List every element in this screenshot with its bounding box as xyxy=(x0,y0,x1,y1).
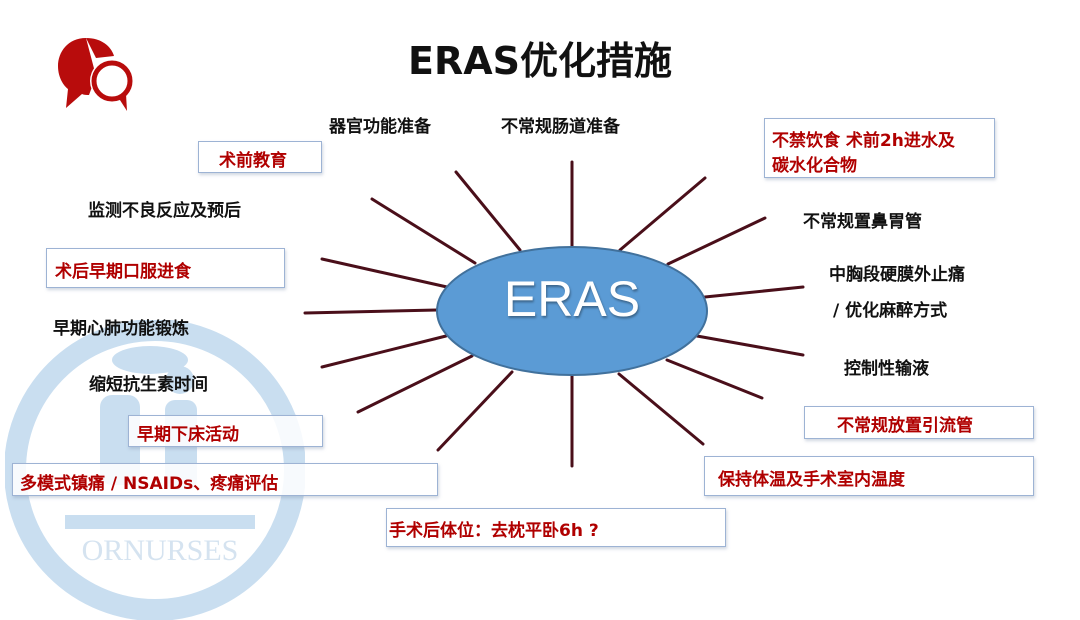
label-antibiotics: 缩短抗生素时间 xyxy=(89,375,208,395)
eras-center-label: ERAS xyxy=(503,271,641,327)
box-no-fasting: 不禁饮食 术前2h进水及 碳水化合物 xyxy=(764,118,995,178)
spoke-line xyxy=(303,308,439,315)
box-position: 手术后体位：去枕平卧6h ? xyxy=(386,508,726,547)
page-title: ERAS优化措施 xyxy=(408,39,672,83)
spoke-line xyxy=(320,334,448,369)
box-analgesia: 多模式镇痛 / NSAIDs、疼痛评估 xyxy=(12,463,438,496)
label-analgesia: 多模式镇痛 / NSAIDs、疼痛评估 xyxy=(20,474,279,494)
box-no-drain: 不常规放置引流管 xyxy=(804,406,1034,439)
spoke-line xyxy=(665,358,764,400)
label-organ-prep: 器官功能准备 xyxy=(329,117,431,137)
label-fluid-control: 控制性输液 xyxy=(844,359,929,379)
box-preop-edu: 术前教育 xyxy=(198,141,322,173)
label-bowel-prep: 不常规肠道准备 xyxy=(501,117,620,137)
label-temperature: 保持体温及手术室内温度 xyxy=(718,470,905,490)
spoke-line xyxy=(320,257,449,289)
label-no-fasting-2: 碳水化合物 xyxy=(772,156,857,176)
spoke-line xyxy=(370,197,477,265)
spoke-line xyxy=(666,216,767,266)
label-preop-edu: 术前教育 xyxy=(219,151,287,171)
spoke-line xyxy=(617,372,705,446)
label-epidural-1: 中胸段硬膜外止痛 xyxy=(829,265,965,285)
label-early-ambulation: 早期下床活动 xyxy=(137,425,239,445)
label-monitor: 监测不良反应及预后 xyxy=(88,201,241,221)
eras-center-ellipse xyxy=(436,246,708,376)
box-postop-oral: 术后早期口服进食 xyxy=(46,248,285,288)
spoke-line xyxy=(695,334,805,357)
spoke-line xyxy=(703,285,805,299)
label-position: 手术后体位：去枕平卧6h ? xyxy=(389,521,599,541)
label-cardio-train: 早期心肺功能锻炼 xyxy=(53,319,189,339)
label-no-drain: 不常规放置引流管 xyxy=(837,416,973,436)
label-epidural-2: / 优化麻醉方式 xyxy=(833,301,948,321)
spoke-line xyxy=(454,170,522,252)
label-no-ng-tube: 不常规置鼻胃管 xyxy=(803,212,922,232)
spoke-line xyxy=(618,176,707,252)
svg-text:ORNURSES: ORNURSES xyxy=(82,534,239,567)
label-no-fasting-1: 不禁饮食 术前2h进水及 xyxy=(772,131,955,151)
spoke-line xyxy=(356,354,474,414)
label-postop-oral: 术后早期口服进食 xyxy=(55,262,191,282)
box-temperature: 保持体温及手术室内温度 xyxy=(704,456,1034,496)
speech-bubbles-logo-icon xyxy=(58,38,134,111)
box-early-ambulation: 早期下床活动 xyxy=(128,415,323,447)
spoke-line xyxy=(436,370,514,452)
